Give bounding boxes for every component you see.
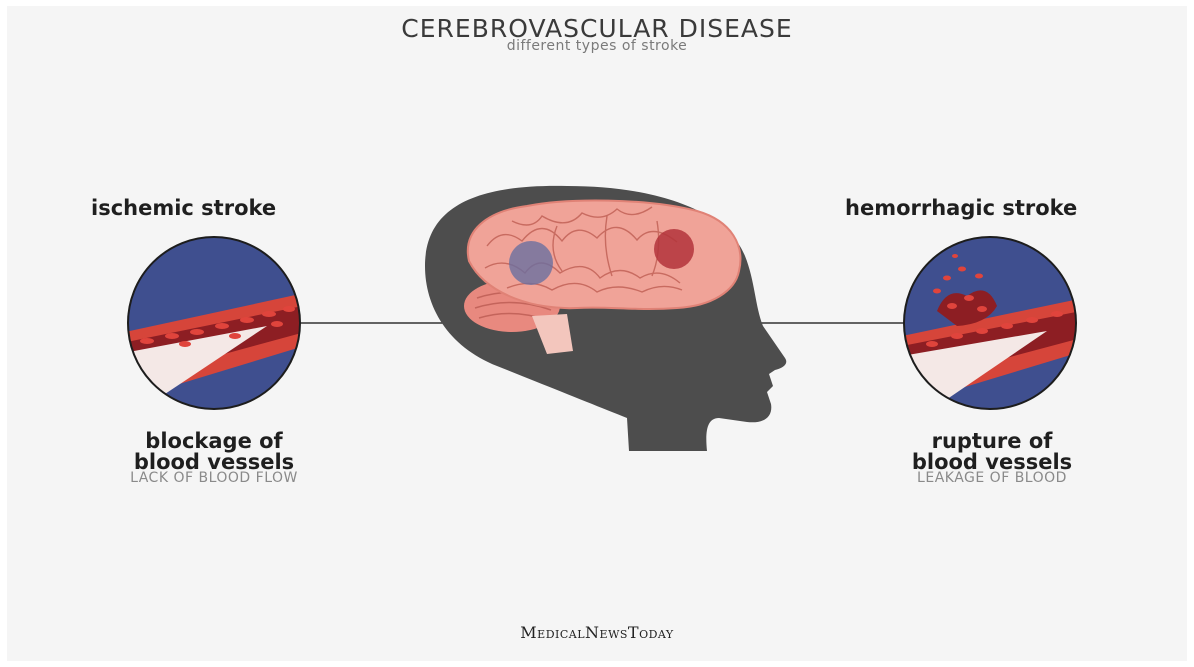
- ischemic-caption: blockage of blood vessels: [114, 431, 314, 473]
- bleed-marker: [654, 229, 694, 269]
- clot-marker: [509, 241, 553, 285]
- infographic-canvas: CEREBROVASCULAR DISEASE different types …: [7, 6, 1187, 661]
- hemorrhagic-heading: hemorrhagic stroke: [845, 196, 1077, 220]
- hemorrhagic-vessel-circle: [902, 237, 1117, 409]
- hemorrhagic-caption-line1: rupture of: [892, 431, 1092, 452]
- ischemic-caption-line1: blockage of: [114, 431, 314, 452]
- hemorrhagic-caption: rupture of blood vessels: [892, 431, 1092, 473]
- illustration: [7, 6, 1187, 661]
- ischemic-sub-caption: LACK OF BLOOD FLOW: [89, 470, 339, 486]
- hemorrhagic-sub-caption: LEAKAGE OF BLOOD: [867, 470, 1117, 486]
- ischemic-heading: ischemic stroke: [91, 196, 276, 220]
- brand-logo: MedicalNewsToday: [7, 623, 1187, 642]
